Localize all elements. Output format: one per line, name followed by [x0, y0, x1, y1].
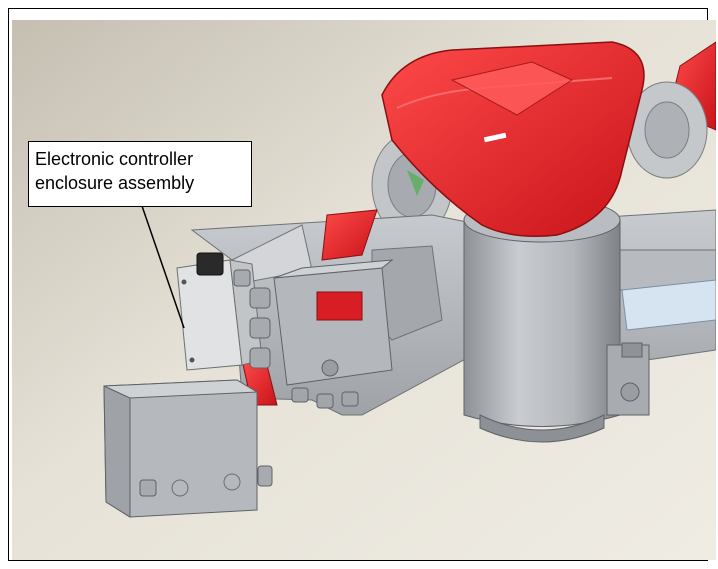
callout-line-2: enclosure assembly — [35, 173, 195, 193]
red-bracket — [321, 209, 378, 261]
callout-line-1: Electronic controller — [35, 149, 194, 169]
callout-leader-line — [141, 205, 185, 329]
connector-glands — [233, 269, 271, 369]
red-label — [316, 291, 363, 321]
callout-label: Electronic controller enclosure assembly — [28, 141, 252, 207]
main-red-cover — [381, 41, 645, 237]
cross-member — [621, 279, 716, 331]
equipment-illustration — [12, 20, 716, 560]
